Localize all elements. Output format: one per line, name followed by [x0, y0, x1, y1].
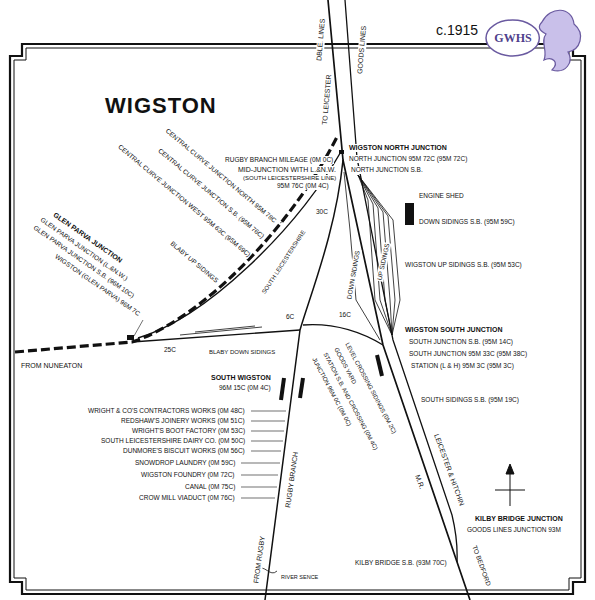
works-label: CANAL (0M 75C) — [184, 483, 236, 491]
platform — [281, 378, 284, 400]
society-emblem: GWHS — [485, 19, 540, 57]
compass-arrow — [506, 464, 514, 474]
leader-line — [251, 421, 285, 422]
works-label: REDSHAW'S JOINERY WORKS (0M 51C) — [120, 417, 246, 425]
leader-line — [251, 441, 283, 442]
direction-label: FROM RUGBY — [252, 535, 267, 585]
works-label: SNOWDROP LAUNDRY (0M 59C) — [134, 459, 236, 467]
siding — [358, 175, 392, 335]
signal-box — [127, 335, 134, 340]
siding-label: BLABY DOWN SIDINGS — [208, 349, 276, 356]
siding-label: BLABY UP SIDINGS — [168, 239, 221, 285]
siding — [180, 327, 262, 335]
works-label: WIGSTON FOUNDRY (0M 72C) — [140, 471, 236, 479]
goods-line — [345, 0, 457, 562]
compass — [495, 464, 525, 506]
junction-name: WIGSTON SOUTH JUNCTION — [404, 326, 503, 334]
line-label: TO LEICESTER — [321, 73, 334, 126]
signal-box-label: SOUTH SIDINGS S.B. (95M 19C) — [420, 396, 520, 404]
station-name: SOUTH WIGSTON — [210, 374, 272, 382]
lnw-line — [15, 135, 338, 352]
frame — [10, 44, 585, 594]
mileage-note: RUGBY BRANCH MILEAGE (0M 0C) — [224, 156, 334, 164]
siding-label: DOWN SIDINGS — [345, 249, 362, 301]
distance-number: 30C — [315, 208, 329, 216]
mileage-note: SOUTH JUNCTION 95M 33C (95M 38C) — [408, 350, 528, 358]
leader-line — [241, 475, 278, 476]
siding — [195, 326, 255, 332]
siding — [358, 175, 392, 335]
line-label: DBLE. LINES — [315, 17, 327, 62]
leader-line — [134, 320, 143, 336]
leader-line — [241, 498, 275, 499]
platform — [377, 355, 382, 376]
frame-inner — [14, 48, 581, 590]
leader-line — [241, 463, 280, 464]
siding — [358, 175, 400, 335]
direction-label: TO BEDFORD — [470, 543, 493, 587]
south-curve — [303, 325, 383, 345]
signal-box-label: KILBY BRIDGE S.B. (93M 70C) — [354, 559, 448, 567]
rugby-branch — [265, 160, 343, 600]
mileage-note: NORTH JUNCTION 95M 72C (95M 72C) — [348, 155, 468, 163]
junction-name: GOODS LINES JUNCTION 93M — [466, 526, 562, 534]
works-label: DUNMORE'S BISCUIT WORKS (0M 56C) — [122, 447, 246, 455]
main-line — [328, 0, 470, 600]
leader-line — [280, 220, 285, 223]
works-label: CROW MILL VIADUCT (0M 76C) — [138, 494, 236, 502]
engine-shed — [405, 203, 414, 225]
date-note: c.1915 — [435, 22, 479, 39]
lion-emblem — [539, 10, 580, 71]
direction-label: FROM NUNEATON — [20, 362, 83, 370]
mileage-note: 96M 15C (0M 4C) — [218, 384, 272, 392]
river-label: RIVER SENCE — [280, 574, 319, 581]
leaders — [134, 220, 286, 498]
distance-number: 6C — [285, 313, 295, 321]
building-label: ENGINE SHED — [418, 192, 465, 200]
line-label: M.R. — [412, 473, 426, 492]
signal-box-label: STATION S.B. AND CROSSING (0M 4C) — [321, 350, 380, 451]
line-label: GOODS LINES — [356, 25, 369, 76]
distance-number: 25C — [163, 346, 177, 354]
leader-line — [251, 451, 281, 452]
emblem-shield — [486, 20, 539, 56]
signal-box — [339, 150, 344, 154]
junction-name: WIGSTON NORTH JUNCTION — [348, 144, 448, 152]
siding — [358, 175, 392, 335]
line-label: RUGBY BRANCH — [284, 450, 300, 509]
frame-outer — [10, 44, 585, 594]
mileage-note: 95M 76C (0M 4C) — [276, 182, 330, 190]
signal-box-label: DOWN SIDINGS S.B. (95M 59C) — [418, 218, 516, 226]
emblem-letters: GWHS — [494, 31, 531, 46]
junction-name: KILBY BRIDGE JUNCTION — [474, 515, 564, 523]
signal-box-label: NORTH JUNCTION S.B. — [350, 166, 424, 174]
compass-bar — [495, 490, 525, 491]
works-label: WRIGHT'S BOOT FACTORY (0M 53C) — [131, 427, 246, 435]
map-title: WIGSTON — [104, 93, 218, 119]
station-name: STATION (L & H) 95M 3C (95M 3C) — [410, 362, 515, 370]
structures — [127, 150, 414, 340]
works-label: SOUTH LEICESTERSHIRE DAIRY CO. (0M 50C) — [100, 437, 246, 445]
distance-number: 16C — [338, 311, 352, 319]
line-label: (SOUTH LEICESTERSHIRE LINE) — [242, 175, 337, 182]
leader-line — [251, 431, 284, 432]
leader-line — [251, 411, 286, 412]
works-label: WRIGHT & CO'S CONTRACTORS WORKS (0M 48C) — [87, 407, 246, 415]
platform — [300, 378, 303, 398]
tracks — [15, 0, 470, 600]
siding — [358, 175, 392, 335]
junction-name: MID-JUNCTION WITH L.&N.W. — [237, 166, 337, 174]
signal-box-label: SOUTH JUNCTION S.B. (95M 14C) — [408, 338, 514, 346]
leader-line — [241, 487, 277, 488]
signal-box-label: WIGSTON UP SIDINGS S.B. (95M 53C) — [404, 261, 523, 269]
